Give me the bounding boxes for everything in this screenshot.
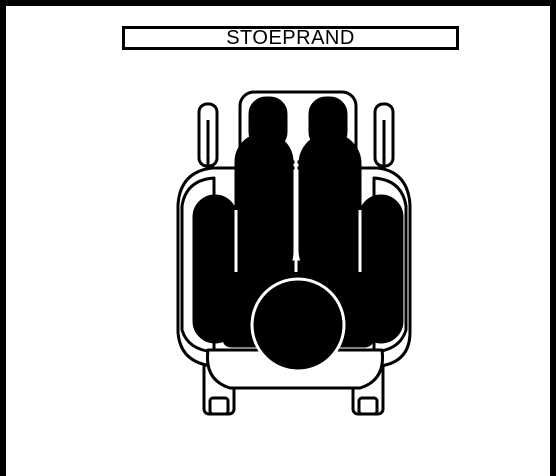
head [252,279,344,371]
left-thigh [236,134,292,280]
right-thigh [300,134,360,280]
